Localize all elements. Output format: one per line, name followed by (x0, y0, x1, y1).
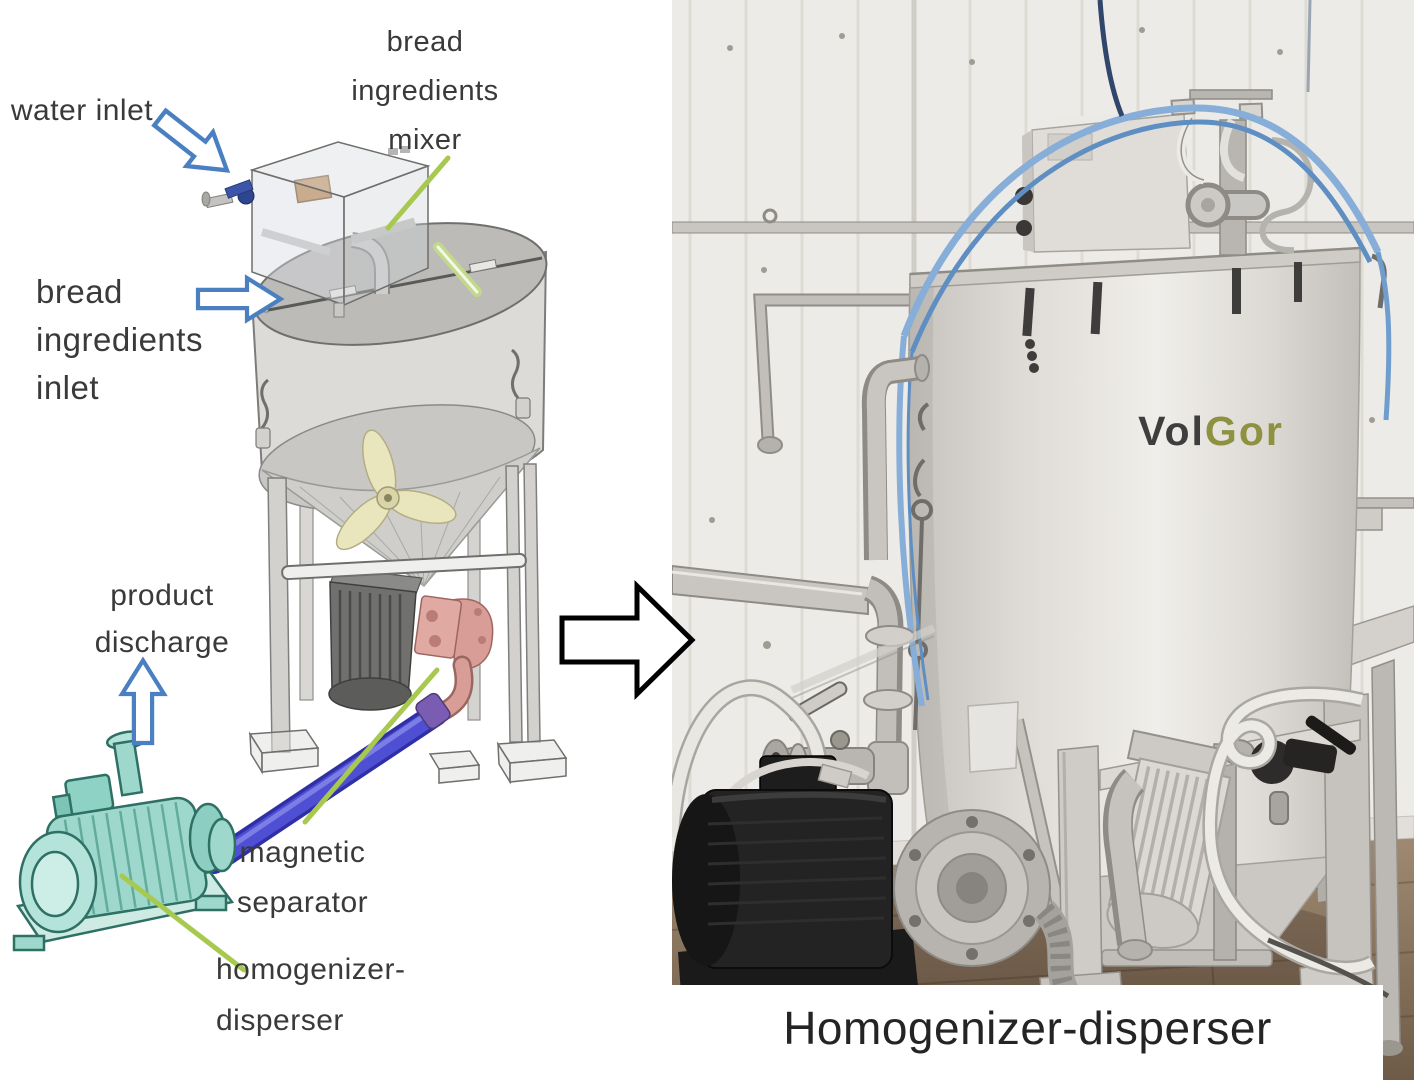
pipe-coupling (415, 692, 451, 730)
support-legs-drawing (248, 463, 568, 785)
label-line: bread (36, 273, 123, 310)
photo-panel: VolGor Homogenizer-disperser (672, 0, 1414, 1080)
flex-shaft-hose (1033, 901, 1079, 999)
water-inlet-arrow (151, 107, 231, 173)
tank-logo: VolGor (1105, 408, 1317, 455)
tank-logo-accent: Gor (1204, 408, 1284, 454)
label-homogenizer-disperser: homogenizer- disperser (216, 944, 446, 1046)
label-line: ingredients (351, 75, 499, 107)
top-clamp-hardware (1170, 98, 1264, 185)
mixer-hopper-drawing (201, 141, 431, 318)
pump-head (893, 809, 1051, 967)
flow-arrow (540, 560, 720, 720)
wall-screws (709, 27, 1375, 763)
leader-lines (119, 155, 451, 973)
label-line: inlet (36, 369, 100, 406)
water-inlet-fitting (201, 179, 255, 209)
label-line: product (110, 579, 214, 612)
pump-motor (672, 755, 1079, 1008)
ceiling-cable (1097, 0, 1125, 117)
cad-diagram (12, 107, 568, 973)
label-line: magnetic (239, 836, 366, 869)
label-bread-ingredients-mixer: bread ingredients mixer (340, 18, 510, 165)
rim-clamps (1022, 262, 1302, 373)
diagram-panel: water inlet bread ingredients mixer brea… (0, 0, 672, 1080)
homogenizer-pump-drawing (12, 730, 237, 952)
label-bread-ingredients-inlet: bread ingredients inlet (36, 268, 256, 412)
label-line: bread (386, 26, 464, 58)
foot (248, 729, 568, 785)
wall-u-pipe (753, 293, 927, 454)
label-line: separator (236, 886, 369, 919)
label-product-discharge: product discharge (78, 572, 246, 666)
label-line: discharge (94, 626, 230, 659)
label-line: homogenizer- (216, 953, 406, 986)
label-magnetic-separator: magnetic separator (220, 828, 385, 928)
magnetic-separator-drawing (413, 595, 494, 720)
drive-motor-drawing (328, 567, 423, 711)
machine-photo (672, 0, 1414, 1080)
discharge-pipe-drawing (202, 692, 451, 874)
photo-caption: Homogenizer-disperser (783, 1002, 1272, 1054)
product-discharge-arrow (118, 656, 168, 746)
label-water-inlet: water inlet (10, 94, 154, 127)
tank-logo-dark: Vol (1138, 408, 1205, 454)
propeller (335, 429, 457, 551)
label-line: mixer (388, 124, 462, 156)
hose-coil (1259, 137, 1314, 254)
caption-bar: Homogenizer-disperser (672, 985, 1383, 1080)
agitator-motor (967, 701, 1232, 961)
ingredients-inlet-arrow (195, 274, 285, 324)
white-hose-left (672, 679, 829, 837)
label-line: disperser (216, 1004, 344, 1037)
label-line: ingredients (36, 321, 203, 358)
frame-legs (1010, 693, 1375, 1019)
acrylic-brace (790, 624, 936, 694)
